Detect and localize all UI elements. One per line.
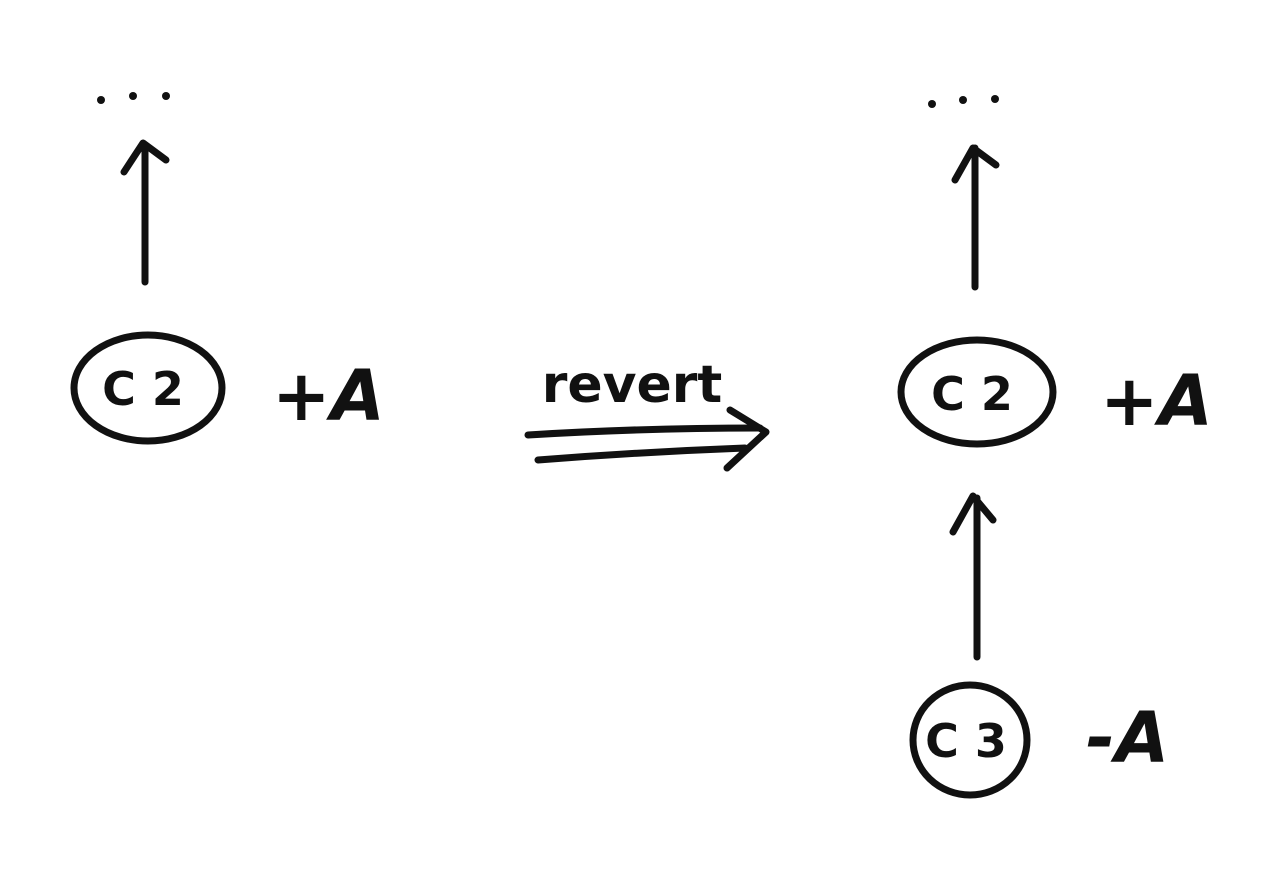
before-commit-label: C 2 xyxy=(102,362,184,416)
after-c3-change: -A xyxy=(1086,697,1169,779)
before-commit-node: C 2 xyxy=(70,331,226,445)
after-c2-change: +A xyxy=(1100,360,1213,442)
after-c2-circle xyxy=(897,336,1057,448)
after-c3-node: C 3 xyxy=(909,681,1031,799)
after-c2-label: C 2 xyxy=(931,367,1013,421)
before-history: ... C 2 +A xyxy=(70,92,385,445)
before-commit-circle xyxy=(70,331,226,445)
before-ellipsis-dots xyxy=(97,92,170,104)
before-commit-change: +A xyxy=(272,355,385,437)
after-c2-node: C 2 xyxy=(897,336,1057,448)
revert-double-arrow xyxy=(534,406,770,472)
after-parent-arrow xyxy=(951,144,1000,291)
before-parent-arrow xyxy=(120,139,170,286)
after-ellipsis-dots xyxy=(928,95,999,108)
revert-label: revert xyxy=(542,355,723,415)
revert-operation: revert xyxy=(524,355,770,472)
after-c3-circle xyxy=(909,681,1031,799)
revert-label-underline xyxy=(524,424,764,439)
after-c3-label: C 3 xyxy=(925,714,1007,768)
after-history: ... C 2 +A C 3 -A xyxy=(897,95,1213,799)
after-c3-to-c2-arrow xyxy=(949,492,997,661)
